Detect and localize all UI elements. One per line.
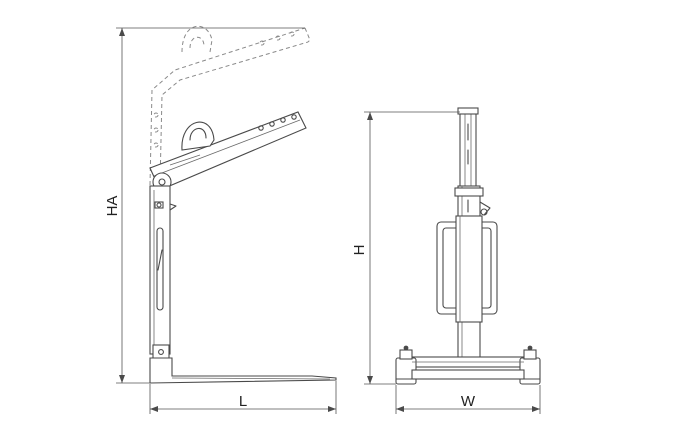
dimension-ha: HA xyxy=(104,27,305,384)
dimension-w: W xyxy=(395,385,541,414)
dimension-h: H xyxy=(351,111,460,385)
front-view xyxy=(395,107,541,385)
front-upper-post xyxy=(457,107,479,189)
dimension-l: L xyxy=(149,381,337,414)
dimension-l-label: L xyxy=(239,393,247,410)
side-fork xyxy=(149,357,337,384)
side-column xyxy=(149,185,177,360)
front-base xyxy=(395,345,541,385)
raised-arm-ghost xyxy=(149,25,311,186)
dimension-h-label: H xyxy=(351,245,368,256)
side-view xyxy=(149,25,337,384)
dimension-ha-label: HA xyxy=(104,196,121,217)
dimension-w-label: W xyxy=(461,393,476,410)
lifting-arm xyxy=(149,111,307,191)
front-handle-frame xyxy=(436,215,498,323)
